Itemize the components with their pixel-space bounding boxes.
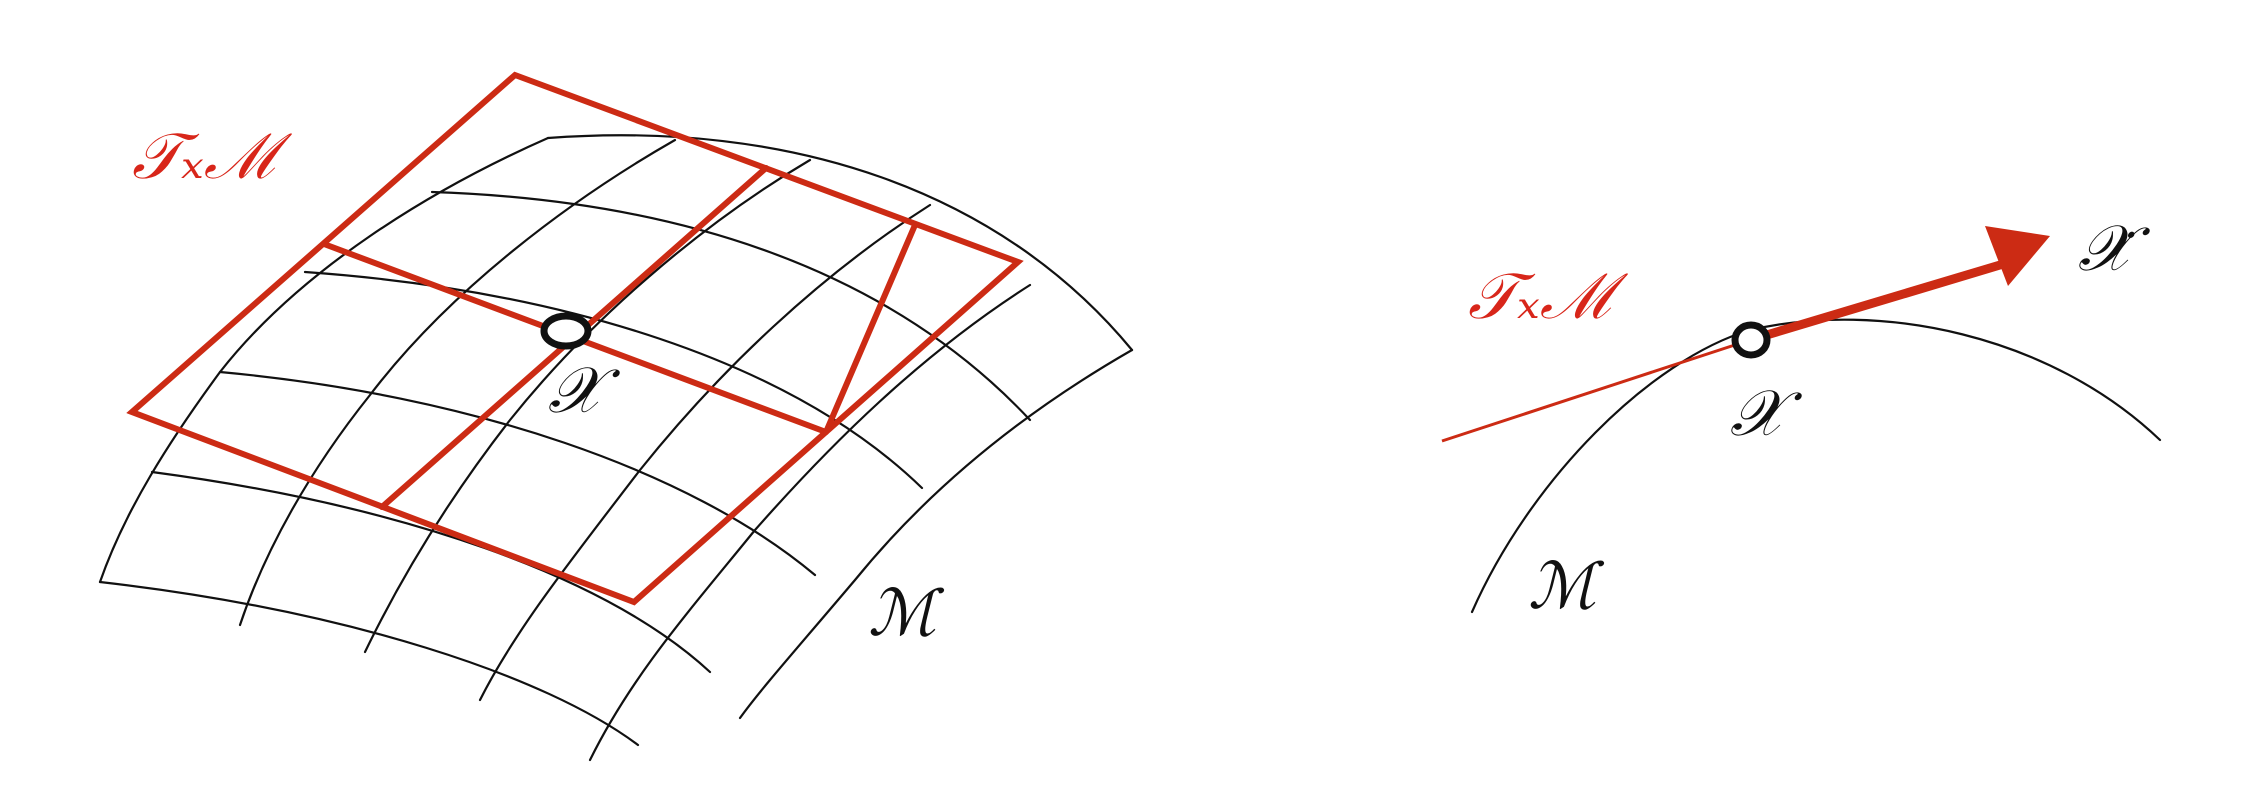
surface-row-line bbox=[218, 370, 817, 577]
velocity-arrow bbox=[1748, 226, 2050, 345]
right-manifold-label: ℳ bbox=[1528, 550, 1605, 624]
left-manifold-surface bbox=[98, 134, 1134, 762]
surface-row-line bbox=[303, 270, 924, 490]
surface-column-line bbox=[588, 283, 1032, 762]
tangent-plane-gridline bbox=[823, 222, 918, 435]
surface-row-line bbox=[430, 190, 1032, 422]
surface-row-line bbox=[150, 470, 712, 674]
velocity-label: 𝒳̇ bbox=[2078, 212, 2151, 286]
surface-row-line bbox=[98, 580, 640, 747]
velocity-arrowhead-icon bbox=[1985, 226, 2050, 286]
tangent-plane-outline bbox=[126, 71, 1024, 606]
left-tangent-space-label: 𝒯ₓℳ bbox=[132, 120, 293, 194]
right-tangent-space-label: 𝒯ₓℳ bbox=[1468, 260, 1629, 334]
surface-column-line bbox=[363, 158, 812, 654]
left-point-marker bbox=[540, 312, 592, 350]
surface-column-line bbox=[478, 203, 932, 702]
surface-column-line bbox=[98, 136, 550, 584]
point-x-circle bbox=[540, 312, 592, 350]
right-point-x-circle bbox=[1731, 321, 1771, 359]
right-point-label: 𝒳 bbox=[1730, 377, 1803, 451]
surface-column-line bbox=[738, 348, 1134, 720]
left-point-label: 𝒳 bbox=[548, 354, 621, 428]
right-tangent-line bbox=[1441, 338, 1751, 443]
velocity-arrow-shaft bbox=[1748, 257, 2012, 345]
left-manifold-label: ℳ bbox=[868, 577, 945, 651]
surface-column-line bbox=[238, 138, 677, 627]
surface-row-line bbox=[546, 134, 1134, 352]
